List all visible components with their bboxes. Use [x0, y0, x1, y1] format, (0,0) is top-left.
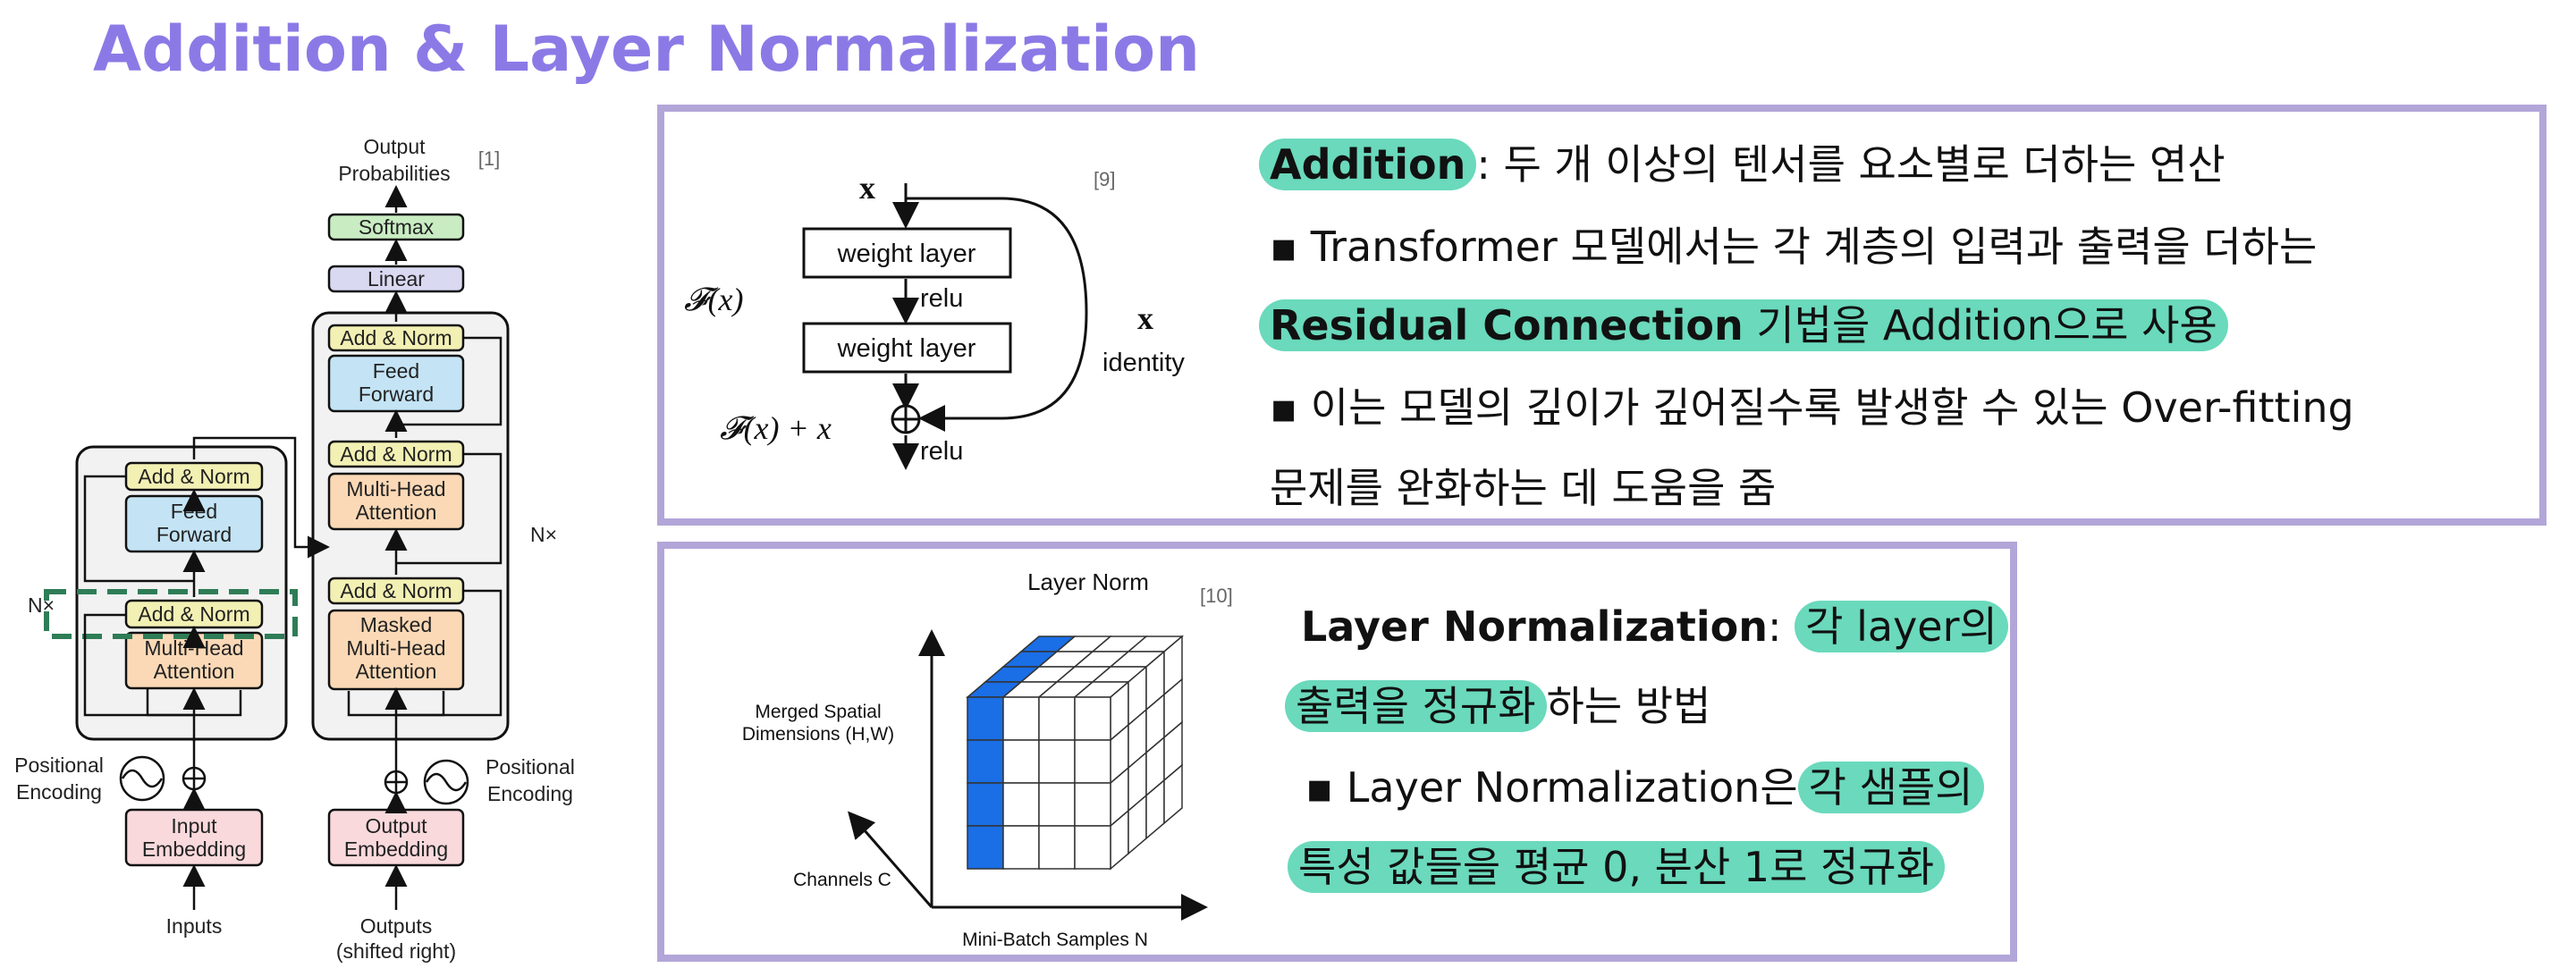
svg-text:Embedding: Embedding [142, 838, 246, 861]
addition-panel [657, 105, 2546, 526]
svg-text:Multi-Head: Multi-Head [346, 477, 445, 501]
svg-text:Masked: Masked [360, 613, 433, 636]
svg-text:Attention: Attention [356, 501, 437, 524]
layernorm-line-1: Layer Normalization: 각 layer의 [1301, 594, 2008, 653]
svg-text:Encoding: Encoding [487, 782, 573, 805]
decoder-add-norm-2 [327, 440, 465, 468]
svg-text:Softmax: Softmax [359, 215, 435, 239]
svg-text:Add & Norm: Add & Norm [340, 442, 452, 466]
svg-text:Multi-Head: Multi-Head [346, 636, 445, 660]
addition-line-3: Residual Connection 기법을 Addition으로 사용 [1259, 293, 2228, 352]
svg-text:Add & Norm: Add & Norm [138, 465, 249, 488]
page-title: Addition & Layer Normalization [93, 13, 1200, 86]
svg-text:Multi-Head: Multi-Head [144, 636, 243, 660]
svg-text:Forward: Forward [156, 523, 232, 546]
transformer-diagram: Output Probabilities [1] Add & Norm Feed… [14, 135, 575, 963]
addition-line-4: ▪ 이는 모델의 깊이가 깊어질수록 발생할 수 있는 Over-fitting [1270, 383, 2354, 432]
output-probabilities-label-2: Probabilities [338, 162, 450, 185]
svg-text:Feed: Feed [373, 359, 419, 383]
layernorm-line-4: 특성 값들을 평균 0, 분산 1로 정규화 [1288, 835, 1946, 894]
addition-line-1: Addition: 두 개 이상의 텐서를 요소별로 더하는 연산 [1259, 132, 2225, 191]
svg-text:Positional: Positional [486, 755, 575, 779]
svg-text:Add & Norm: Add & Norm [138, 602, 249, 626]
svg-text:Linear: Linear [367, 267, 425, 290]
svg-text:Add & Norm: Add & Norm [340, 326, 452, 349]
svg-text:Embedding: Embedding [344, 838, 448, 861]
inputs-label: Inputs [166, 914, 223, 938]
svg-text:Output: Output [365, 814, 427, 838]
svg-text:Feed: Feed [171, 500, 217, 523]
svg-text:Input: Input [171, 814, 217, 838]
decoder-add-norm-1 [327, 324, 465, 352]
decoder-nx-label: N× [530, 523, 557, 546]
transformer-ref: [1] [478, 147, 500, 170]
svg-text:Encoding: Encoding [16, 780, 102, 804]
addition-line-2: ▪ Transformer 모델에서는 각 계층의 입력과 출력을 더하는 [1270, 223, 2318, 271]
addition-line-5: 문제를 완화하는 데 도움을 줌 [1270, 464, 1777, 512]
svg-text:Add & Norm: Add & Norm [340, 579, 452, 602]
svg-text:Outputs: Outputs [360, 914, 433, 938]
dashed-highlight [44, 589, 298, 639]
layernorm-panel [657, 542, 2017, 962]
output-probabilities-label: Output [363, 135, 426, 158]
decoder-add-norm-3 [327, 577, 465, 605]
encoder-nx-label: N× [28, 593, 55, 617]
svg-text:Forward: Forward [359, 383, 434, 406]
svg-text:Probabilities: Probabilities [338, 162, 450, 185]
svg-text:Positional: Positional [14, 753, 104, 777]
svg-text:Attention: Attention [154, 660, 235, 683]
svg-text:(shifted right): (shifted right) [336, 939, 456, 963]
svg-text:Attention: Attention [356, 660, 437, 683]
